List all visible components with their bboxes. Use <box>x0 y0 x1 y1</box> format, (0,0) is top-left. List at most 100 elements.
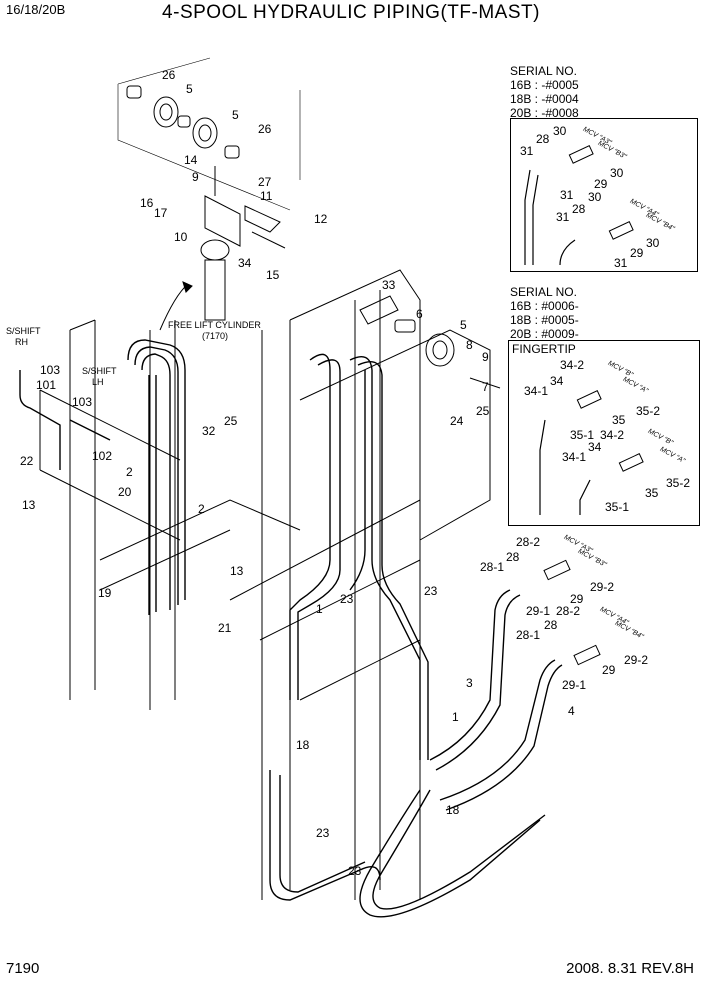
part-number: 29-1 <box>562 678 587 692</box>
part-number: 28 <box>572 202 586 216</box>
part-number: 7 <box>482 380 489 394</box>
part-number: 29 <box>594 177 608 191</box>
part-number: 34 <box>238 256 252 270</box>
part-number: 25 <box>476 404 490 418</box>
part-number: 14 <box>184 153 198 167</box>
part-number: 24 <box>450 414 464 428</box>
part-number: 10 <box>174 230 188 244</box>
part-number: 26 <box>258 122 272 136</box>
part-number: 19 <box>98 586 112 600</box>
part-number: 29-2 <box>624 653 649 667</box>
part-number: 29-2 <box>590 580 615 594</box>
part-number: 20 <box>118 485 132 499</box>
part-number: 1 <box>452 710 459 724</box>
shift-lh-label: S/SHIFT <box>82 366 117 376</box>
part-number: 101 <box>36 378 57 392</box>
part-number: 33 <box>382 278 396 292</box>
part-number: 29 <box>602 663 616 677</box>
part-number: 30 <box>646 236 660 250</box>
part-number: 2 <box>126 465 133 479</box>
part-number: 34 <box>550 374 564 388</box>
part-number: 5 <box>460 318 467 332</box>
serial-line: 20B : #0009- <box>510 327 579 341</box>
part-number: 34 <box>588 440 602 454</box>
page-title: 4-SPOOL HYDRAULIC PIPING(TF-MAST) <box>162 2 540 23</box>
part-number: 16 <box>140 196 154 210</box>
part-number: 9 <box>192 170 199 184</box>
serial-heading: SERIAL NO. <box>510 64 577 78</box>
cylinder-label: FREE LIFT CYLINDER <box>168 320 261 330</box>
part-number: 31 <box>560 188 574 202</box>
part-number: 35-1 <box>570 428 595 442</box>
part-number: 28-2 <box>516 535 541 549</box>
part-number: 34-2 <box>600 428 625 442</box>
serial-line: 16B : #0006- <box>510 299 579 313</box>
part-number: 28-1 <box>480 560 505 574</box>
part-number: 29 <box>630 246 644 260</box>
part-number: 27 <box>258 175 272 189</box>
part-number: 28-1 <box>516 628 541 642</box>
part-number: 34-1 <box>562 450 587 464</box>
part-number: 18 <box>446 803 460 817</box>
part-number: 28 <box>506 550 520 564</box>
part-number: 29 <box>570 592 584 606</box>
part-number: 2 <box>198 502 205 516</box>
part-number: 6 <box>416 307 423 321</box>
part-number: 5 <box>232 108 239 122</box>
part-number: 23 <box>424 584 438 598</box>
part-number: 35 <box>612 413 626 427</box>
part-number: 12 <box>314 212 328 226</box>
part-number: 26 <box>162 68 176 82</box>
part-number: 5 <box>186 82 193 96</box>
part-number: 103 <box>72 395 93 409</box>
inset-box-fingertip <box>508 340 700 526</box>
part-number: 23 <box>316 826 330 840</box>
part-number: 30 <box>610 166 624 180</box>
part-number: 102 <box>92 449 113 463</box>
part-number: 11 <box>260 189 273 203</box>
part-number: 4 <box>568 704 575 718</box>
part-number: 103 <box>40 363 61 377</box>
part-number: 13 <box>22 498 36 512</box>
part-number: 31 <box>614 256 628 270</box>
cylinder-ref: (7170) <box>202 331 229 341</box>
revision-date: 2008. 8.31 REV.8H <box>566 960 694 977</box>
part-number: 17 <box>154 206 168 220</box>
part-number: 9 <box>482 350 489 364</box>
part-number: 30 <box>553 124 567 138</box>
part-number: 31 <box>520 144 534 158</box>
part-number: 1 <box>316 602 323 616</box>
serial-line: 18B : #0005- <box>510 313 579 327</box>
part-number: 29-1 <box>526 604 551 618</box>
serial-line: 18B : -#0004 <box>510 92 579 106</box>
inset-box-early-serial <box>510 118 698 272</box>
page-number: 7190 <box>6 960 40 977</box>
part-number: 13 <box>230 564 244 578</box>
shift-rh-label: S/SHIFT <box>6 326 41 336</box>
part-number: 34-2 <box>560 358 585 372</box>
part-number: 30 <box>588 190 602 204</box>
part-number: 18 <box>296 738 310 752</box>
model-code: 16/18/20B <box>6 2 66 17</box>
part-number: 28 <box>544 618 558 632</box>
part-number: 8 <box>466 338 473 352</box>
serial-line: 16B : -#0005 <box>510 78 579 92</box>
part-number: 35-2 <box>666 476 691 490</box>
part-number: 15 <box>266 268 280 282</box>
part-number: 21 <box>218 621 232 635</box>
part-number: 34-1 <box>524 384 549 398</box>
part-number: 35-2 <box>636 404 661 418</box>
serial-block-late: SERIAL NO. 16B : #0006- 18B : #0005- 20B… <box>510 285 579 341</box>
part-number: 35-1 <box>605 500 630 514</box>
part-number: 25 <box>224 414 238 428</box>
part-number: 23 <box>340 592 354 606</box>
part-number: 31 <box>556 210 570 224</box>
part-number: 22 <box>20 454 34 468</box>
serial-heading: SERIAL NO. <box>510 285 577 299</box>
part-number: 28-2 <box>556 604 581 618</box>
serial-block-early: SERIAL NO. 16B : -#0005 18B : -#0004 20B… <box>510 64 579 120</box>
shift-lh-side: LH <box>92 377 104 387</box>
serial-line: 20B : -#0008 <box>510 106 579 120</box>
part-number: 32 <box>202 424 216 438</box>
